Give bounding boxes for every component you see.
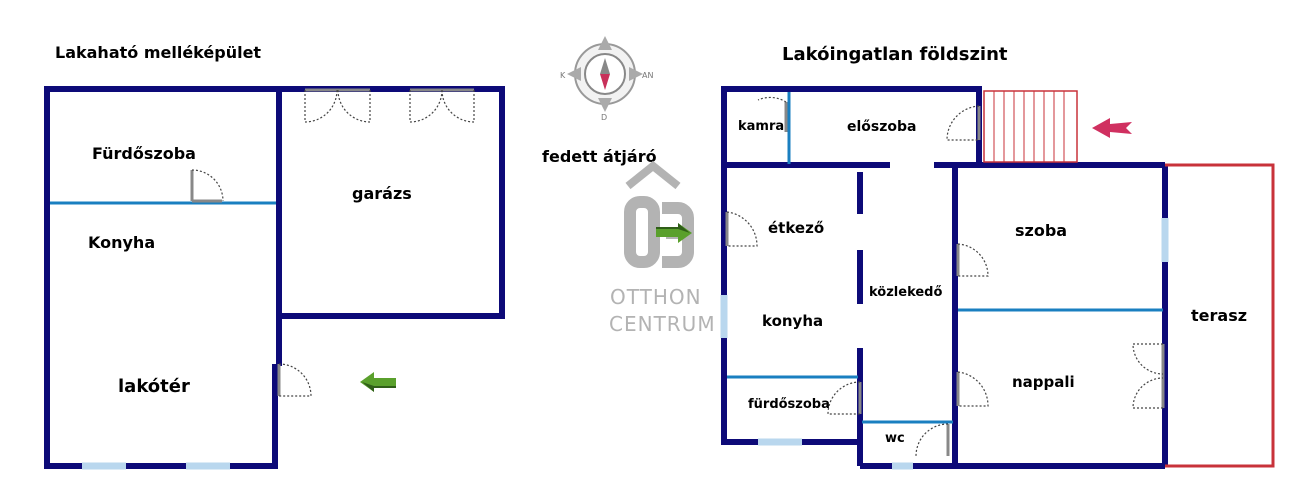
logo-text-line2: CENTRUM bbox=[609, 312, 716, 336]
room-label-furdoszoba: fürdőszoba bbox=[748, 397, 830, 412]
room-label-kozlekedo: közlekedő bbox=[869, 285, 942, 300]
otthon-centrum-logo: OTTHON CENTRUM bbox=[609, 160, 716, 336]
main-house-walls bbox=[721, 86, 982, 445]
garage-door bbox=[304, 88, 371, 123]
compass-south-label: D bbox=[601, 113, 607, 122]
main-house-plan: kamra előszoba étkező közlekedő konyha f… bbox=[720, 86, 1275, 470]
compass-icon: K AN D bbox=[560, 36, 653, 122]
outbuilding-walls bbox=[44, 86, 505, 469]
room-label-eloszoba: előszoba bbox=[847, 119, 916, 135]
door bbox=[956, 243, 989, 277]
door bbox=[757, 96, 788, 132]
room-label-garazs: garázs bbox=[352, 184, 412, 203]
room-label-furdoszoba: Fürdőszoba bbox=[92, 144, 196, 163]
room-label-etkezo: étkező bbox=[768, 219, 824, 237]
door bbox=[946, 105, 981, 141]
entrance-arrow-icon bbox=[360, 372, 396, 392]
room-label-lakoter: lakótér bbox=[118, 376, 190, 397]
main-house-title: Lakóingatlan földszint bbox=[782, 44, 1008, 65]
outbuilding-title: Lakaható melléképület bbox=[55, 43, 261, 62]
door bbox=[827, 381, 862, 415]
compass-west-label: K bbox=[560, 71, 566, 80]
door bbox=[956, 371, 989, 407]
door bbox=[915, 423, 950, 457]
room-label-konyha: konyha bbox=[762, 312, 823, 330]
door bbox=[725, 211, 758, 247]
room-label-terasz: terasz bbox=[1191, 306, 1247, 325]
room-label-konyha: Konyha bbox=[88, 233, 155, 252]
door bbox=[277, 363, 312, 397]
door bbox=[190, 169, 224, 203]
room-label-szoba: szoba bbox=[1015, 221, 1067, 240]
terrace-door bbox=[1132, 343, 1165, 409]
logo-text-line1: OTTHON bbox=[610, 285, 702, 309]
terrace-outline bbox=[1165, 163, 1275, 468]
garage-door bbox=[409, 88, 475, 123]
entrance-stairs bbox=[983, 90, 1078, 163]
outbuilding-plan: Fürdőszoba Konyha garázs lakótér bbox=[44, 86, 505, 470]
house-entrance-arrow-icon bbox=[1092, 118, 1132, 138]
passage-arrow-icon bbox=[656, 223, 692, 243]
room-label-kamra: kamra bbox=[738, 119, 784, 134]
passage-label: fedett átjáró bbox=[542, 147, 657, 166]
compass-east-label: AN bbox=[642, 71, 653, 80]
room-label-wc: wc bbox=[885, 431, 905, 446]
room-label-nappali: nappali bbox=[1012, 373, 1075, 391]
